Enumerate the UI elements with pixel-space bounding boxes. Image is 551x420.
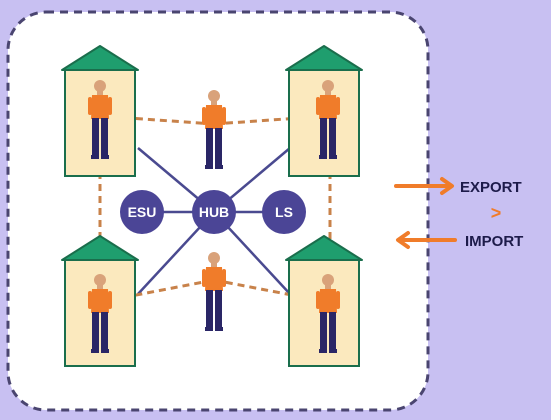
hub-label: HUB [199, 204, 229, 220]
ls-node: LS [262, 190, 306, 234]
import-label: IMPORT [465, 233, 523, 250]
arrow-right-icon [394, 177, 454, 195]
export-label: EXPORT [460, 179, 522, 196]
esu-label: ESU [128, 204, 157, 220]
compare-sign: > [491, 203, 502, 223]
arrow-left-icon [396, 231, 457, 249]
ls-label: LS [275, 204, 293, 220]
esu-node: ESU [120, 190, 164, 234]
hub-node: HUB [192, 190, 236, 234]
